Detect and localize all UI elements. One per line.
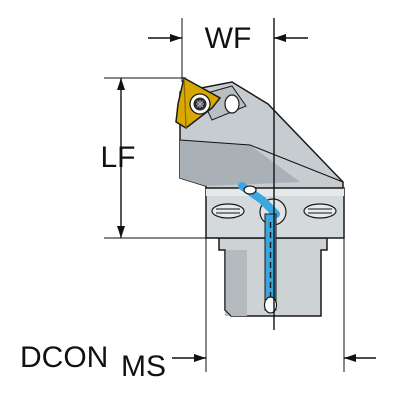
label-wf: WF — [205, 22, 252, 55]
shank-shade — [225, 250, 247, 316]
label-lf: LF — [100, 141, 135, 174]
label-dcon: DCON — [20, 341, 108, 374]
tool-holder-body — [179, 81, 345, 317]
clamp-hole — [224, 94, 240, 114]
threading-insert-icon — [175, 76, 222, 129]
dimension-lines — [104, 18, 376, 372]
label-dcon-subscript: MS — [121, 350, 166, 383]
coolant-channel-icon — [238, 182, 280, 314]
head-shade — [180, 140, 300, 186]
torx-screw-icon — [193, 97, 207, 111]
